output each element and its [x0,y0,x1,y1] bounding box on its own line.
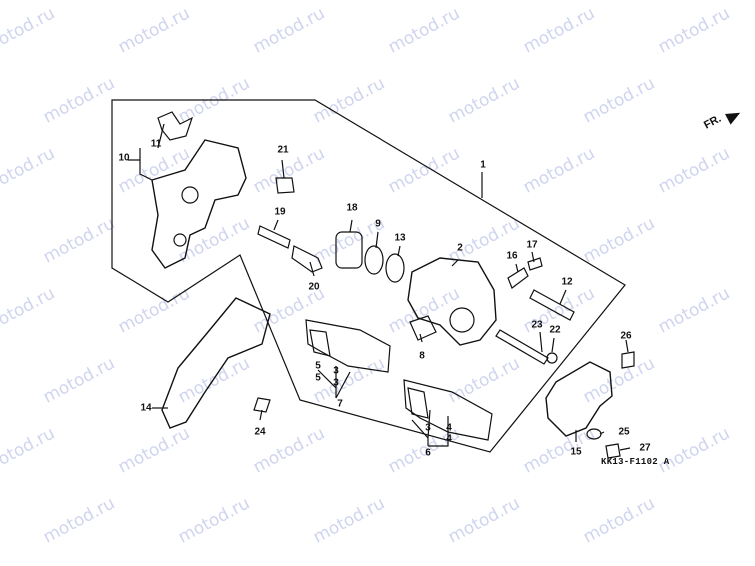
leader-9 [375,231,379,249]
callout-9: 9 [375,218,381,230]
shim-right-shape [407,387,429,419]
mounting-bracket-15-shape [545,361,613,437]
callout-13: 13 [394,232,406,244]
callout-23: 23 [531,319,543,331]
leader-11 [157,123,165,149]
piston-18-shape [335,231,363,269]
collar-25-shape [586,428,602,440]
leader-18 [349,219,353,233]
bolt-24-shape [253,397,271,413]
caliper-body-2-shape [407,257,497,346]
leader-22 [551,337,555,353]
pin-bolt-19-shape [257,225,291,249]
callout-6: 6 [425,447,431,459]
bleed-valve-shape [507,267,529,289]
callout-27: 27 [639,442,651,454]
callout-19: 19 [274,206,286,218]
caliper-bracket-shape [151,139,247,269]
callout-26: 26 [620,330,632,342]
callout-2: 2 [457,242,463,254]
disc-cover-shape [161,297,271,429]
pad-clip-shape [157,111,194,141]
leader-24 [259,409,263,421]
callout-14: 14 [140,402,152,414]
callout-5-left: 5 [315,360,321,372]
callout-7: 7 [337,398,343,410]
pad-spring-8-shape [409,315,437,341]
brake-pad-right-shape [403,379,493,441]
caliper-port-shape [449,307,475,333]
brake-pad-left-shape [305,319,391,373]
washer-22-shape [546,352,558,364]
pin-23-shape [495,329,549,365]
callout-18: 18 [346,202,358,214]
seal-13-shape [385,253,405,283]
callout-3-right: 3 [425,422,431,434]
bolt-21-shape [275,177,295,194]
callout-16: 16 [506,250,518,262]
callout-3-left: 3 [333,365,339,377]
seal-9-shape [364,245,384,275]
callout-15: 15 [570,446,582,458]
callout-22: 22 [549,324,561,336]
leader-8 [419,333,423,343]
leader-26 [625,339,629,353]
callout-20: 20 [308,281,320,293]
leader-19 [273,219,279,231]
leader-13 [397,245,401,257]
boot-20-shape [291,245,323,273]
assembly-frame-outline [111,99,626,453]
callout-4-right-upper: 4 [446,422,452,434]
leader-16 [515,263,519,273]
callout-17: 17 [526,239,538,251]
leader-23 [539,331,543,353]
leader-21 [281,159,285,179]
callout-3-left-lower: 3 [333,377,339,389]
leader-20 [309,261,315,277]
callout-25: 25 [618,426,630,438]
callout-10: 10 [118,152,130,164]
leader-27 [619,447,631,451]
leader-17 [531,251,535,263]
leader-12 [559,289,567,305]
leader-7 [317,366,351,399]
leader-10 [128,148,153,181]
bolt-27-shape [605,443,621,459]
callout-11: 11 [150,138,162,150]
callout-12: 12 [561,276,573,288]
callout-4-right: 4 [446,433,452,445]
drawing-code: KK13-F1102 A [601,457,670,467]
bleed-cap-shape [527,257,543,271]
leader-6 [411,409,449,447]
bracket-hole-shape [173,233,187,247]
shim-left-shape [309,329,331,357]
bracket-hole-shape [181,186,199,204]
callout-5-left-lower: 5 [315,372,321,384]
callout-1: 1 [480,159,486,171]
pin-12-shape [529,289,575,321]
callout-8: 8 [419,350,425,362]
callout-24: 24 [254,426,266,438]
callout-21: 21 [277,144,289,156]
leader-25 [599,431,605,435]
leader-2 [451,259,459,267]
bolt-26-shape [621,351,635,369]
